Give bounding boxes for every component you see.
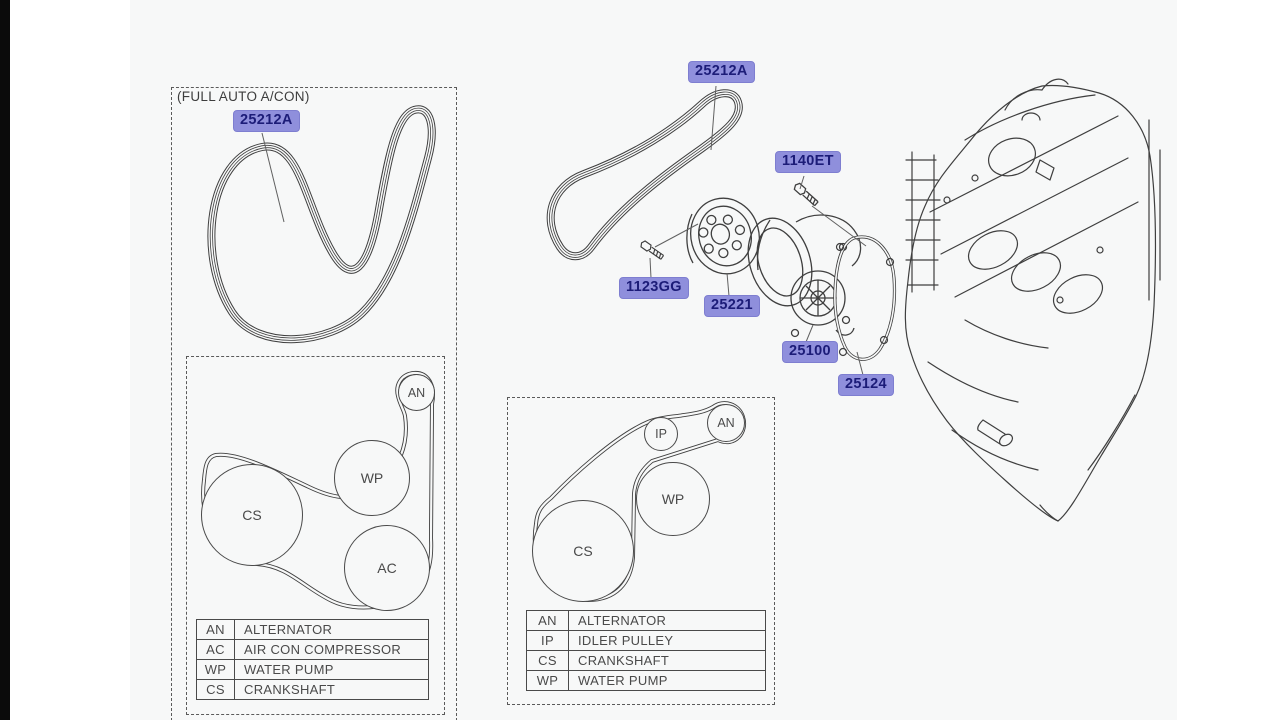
engine-line-art (904, 78, 1161, 522)
pulley-wp-left: WP (334, 440, 410, 516)
pump-gasket-drawing (833, 235, 897, 361)
drive-belt-drawing-center (546, 89, 743, 261)
water-pump-pulley-drawing (686, 197, 760, 275)
left-black-bar (0, 0, 10, 720)
pulley-ip-middle: IP (644, 417, 678, 451)
belt-routing-left (201, 370, 435, 610)
pulley-cs-left-label: CS (242, 507, 262, 523)
pulley-wp-left-label: WP (360, 470, 384, 486)
part-label-25124[interactable]: 25124 (838, 374, 894, 396)
pulley-an-left-label: AN (407, 385, 426, 400)
leader-lines (261, 85, 867, 376)
pulley-ac-left-label: AC (377, 560, 397, 576)
pulley-an-middle: AN (707, 404, 745, 442)
pulley-cs-left: CS (201, 464, 303, 566)
drive-belt-drawing-left (207, 105, 436, 344)
left-routing-box (186, 356, 445, 715)
pulley-cs-middle-label: CS (573, 543, 593, 559)
part-label-1140et[interactable]: 1140ET (775, 151, 841, 173)
pulley-ac-left: AC (344, 525, 430, 611)
middle-routing-box (507, 397, 775, 705)
panel-header: (FULL AUTO A/CON) (177, 89, 310, 104)
pulley-an-left: AN (398, 374, 435, 411)
part-label-25100[interactable]: 25100 (782, 341, 838, 363)
pulley-an-middle-label: AN (717, 416, 735, 430)
pulley-bolt-drawing (640, 240, 665, 260)
pulley-wp-middle: WP (636, 462, 710, 536)
full-auto-acon-box (171, 87, 457, 720)
pulley-ip-middle-label: IP (655, 427, 667, 441)
pulley-cs-middle: CS (532, 500, 634, 602)
flange-bolt-drawing (793, 182, 819, 207)
part-label-25221[interactable]: 25221 (704, 295, 760, 317)
pulley-wp-middle-label: WP (661, 491, 685, 507)
part-label-25212a-top[interactable]: 25212A (688, 61, 755, 83)
part-label-25212a-left[interactable]: 25212A (233, 110, 300, 132)
diagram-canvas: (FULL AUTO A/CON) 25212A 25212A 1140ET 1… (130, 0, 1177, 720)
part-label-1123gg[interactable]: 1123GG (619, 277, 689, 299)
